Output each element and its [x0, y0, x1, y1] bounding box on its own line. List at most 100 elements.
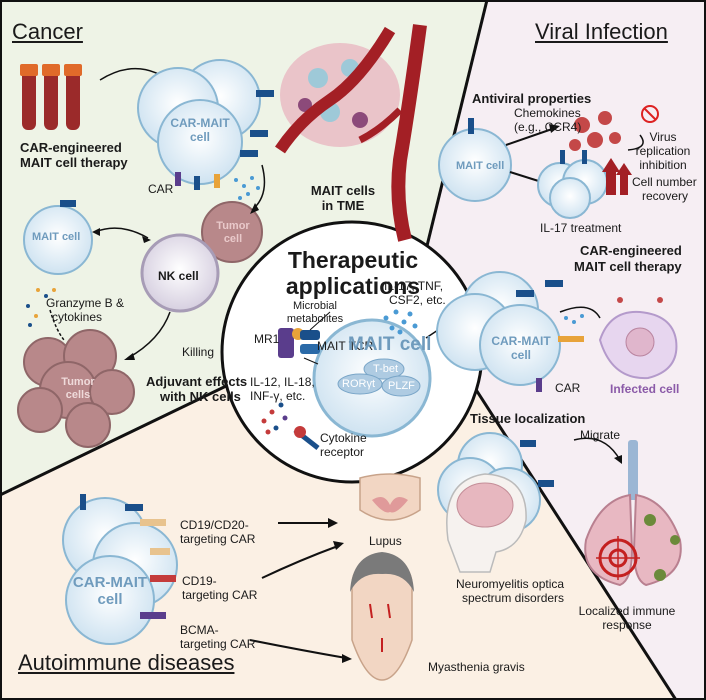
- cd19-line2: targeting CAR: [182, 588, 258, 602]
- chemokines-line2: (e.g., CCR4): [514, 120, 582, 134]
- viral-recovery-cells: [537, 150, 608, 219]
- granzyme-line2: cytokines: [52, 310, 103, 324]
- cancer-car-mait-line1: CAR-MAIT: [170, 116, 230, 130]
- viral-title: Viral Infection: [535, 19, 668, 44]
- tme-line2: in TME: [321, 198, 365, 213]
- infected-cell: [598, 297, 678, 380]
- mait-tcr-label: MAIT TCR: [317, 339, 374, 353]
- cancer-cytokine-dots: [234, 176, 260, 200]
- recovery-line2: recovery: [642, 189, 689, 203]
- mg-label: Myasthenia gravis: [428, 660, 525, 674]
- cd19cd20-line2: targeting CAR: [180, 532, 256, 546]
- virus-line3: inhibition: [639, 158, 687, 172]
- virus-green-particles: [644, 514, 680, 581]
- viral-car-therapy-line2: MAIT cell therapy: [574, 259, 682, 274]
- viral-mait-cell: [438, 128, 512, 202]
- nk-cell: [140, 233, 220, 313]
- increase-arrows-icon: [602, 158, 632, 195]
- bcma-line2: targeting CAR: [180, 637, 256, 651]
- migrate-label: Migrate: [580, 428, 621, 442]
- cancer-tumor-cell-line1: Tumor: [216, 220, 250, 232]
- cd19cd20-line1: CD19/CD20-: [180, 518, 249, 532]
- viral-car-label: CAR: [555, 381, 581, 395]
- cancer-tumor-cell: [201, 201, 263, 263]
- plzf-marker: [381, 375, 421, 397]
- cytokines-out-line1: IL-17, TNF,: [384, 279, 444, 293]
- center-title-line2: applications: [285, 273, 421, 299]
- microbial-line1: Microbial: [292, 300, 337, 312]
- localized-line1: Localized immune: [578, 604, 676, 618]
- tme-illustration: [275, 24, 427, 242]
- bcma-line1: BCMA-: [180, 623, 219, 637]
- localized-line2: response: [602, 618, 652, 632]
- nmo-line2: spectrum disorders: [462, 591, 565, 605]
- cd19-line1: CD19-: [182, 574, 217, 588]
- receptor-line1: Cytokine: [320, 431, 367, 445]
- virus-particles: [569, 111, 621, 151]
- adjuvant-line2: with NK cells: [160, 389, 241, 404]
- brain-head-icon: [446, 473, 527, 573]
- infected-cell-label: Infected cell: [610, 382, 680, 396]
- no-replication-icon: [641, 105, 659, 123]
- cancer-car-mait-cells: [137, 59, 274, 190]
- viral-mait-cell-label: MAIT cell: [456, 160, 505, 172]
- viral-car-mait-line1: CAR-MAIT: [491, 334, 551, 348]
- cancer-car-mait-line2: cell: [189, 130, 210, 144]
- tumor-cells-line2: cells: [65, 389, 91, 401]
- face-icon: [350, 552, 414, 681]
- cytokine-receptor: [293, 426, 320, 450]
- nmo-line1: Neuromyelitis optica: [456, 577, 565, 591]
- cancer-tumor-cell-line2: cell: [223, 233, 243, 245]
- virus-line2: replication: [635, 144, 691, 158]
- cancer-car-label: CAR: [148, 182, 174, 196]
- blood-tubes: [20, 64, 82, 130]
- virus-line1: Virus: [649, 130, 677, 144]
- viral-car-mait-line2: cell: [510, 348, 531, 362]
- cytokines-in-line2: INF-γ, etc.: [250, 389, 306, 403]
- autoimmune-car-mait-cells: [62, 494, 178, 645]
- cytokines-out-line2: CSF2, etc.: [389, 293, 446, 307]
- lupus-label: Lupus: [369, 534, 402, 548]
- cytokine-dots-out: [383, 309, 418, 335]
- auto-car-mait-line2: cell: [97, 591, 123, 608]
- cancer-title: Cancer: [12, 19, 83, 44]
- cancer-mait-cell-label: MAIT cell: [32, 231, 81, 243]
- tbet-marker: [363, 358, 405, 380]
- chemokines-line1: Chemokines: [514, 106, 581, 120]
- tissue-label: Tissue localization: [470, 411, 586, 426]
- granzyme-dots: [26, 288, 56, 327]
- autoimmune-panel: [0, 295, 676, 700]
- cytokines-in-line1: IL-12, IL-18,: [250, 375, 315, 389]
- receptor-line2: receptor: [320, 445, 365, 459]
- tbet-label: T-bet: [373, 363, 399, 375]
- tme-line1: MAIT cells: [310, 183, 376, 198]
- recovery-line1: Cell number: [632, 175, 697, 189]
- adjuvant-line1: Adjuvant effects: [146, 374, 248, 389]
- cancer-car-therapy-line1: CAR-engineered: [20, 140, 122, 155]
- killing-label: Killing: [182, 345, 215, 359]
- il17-label: IL-17 treatment: [540, 221, 622, 235]
- nk-cell-label: NK cell: [158, 269, 199, 283]
- antiviral-label: Antiviral properties: [472, 91, 592, 106]
- autoimmune-title: Autoimmune diseases: [18, 650, 235, 675]
- mr1-label: MR1: [254, 332, 280, 346]
- roryt-label: RORγt: [342, 378, 375, 390]
- tumor-cells-cluster: [17, 329, 135, 448]
- granzyme-line1: Granzyme B &: [46, 296, 125, 310]
- viral-car-therapy-line1: CAR-engineered: [580, 243, 682, 258]
- lupus-icon: [359, 473, 421, 521]
- cancer-mait-cell: [23, 205, 93, 275]
- microbial-line2: metabolites: [286, 313, 344, 325]
- center-title-line1: Therapeutic: [287, 247, 419, 273]
- target-icon: [596, 536, 640, 580]
- auto-car-mait-line1: CAR-MAIT: [72, 574, 148, 591]
- tumor-cells-line1: Tumor: [61, 376, 95, 388]
- mr1-tcr-complex: [278, 328, 320, 358]
- center-mait-cell-label: MAIT cell: [348, 334, 432, 355]
- plzf-label: PLZF: [388, 380, 415, 392]
- viral-car-mait-cells: [436, 271, 584, 392]
- cancer-car-therapy-line2: MAIT cell therapy: [20, 155, 128, 170]
- cytokine-dots-in: [261, 402, 288, 435]
